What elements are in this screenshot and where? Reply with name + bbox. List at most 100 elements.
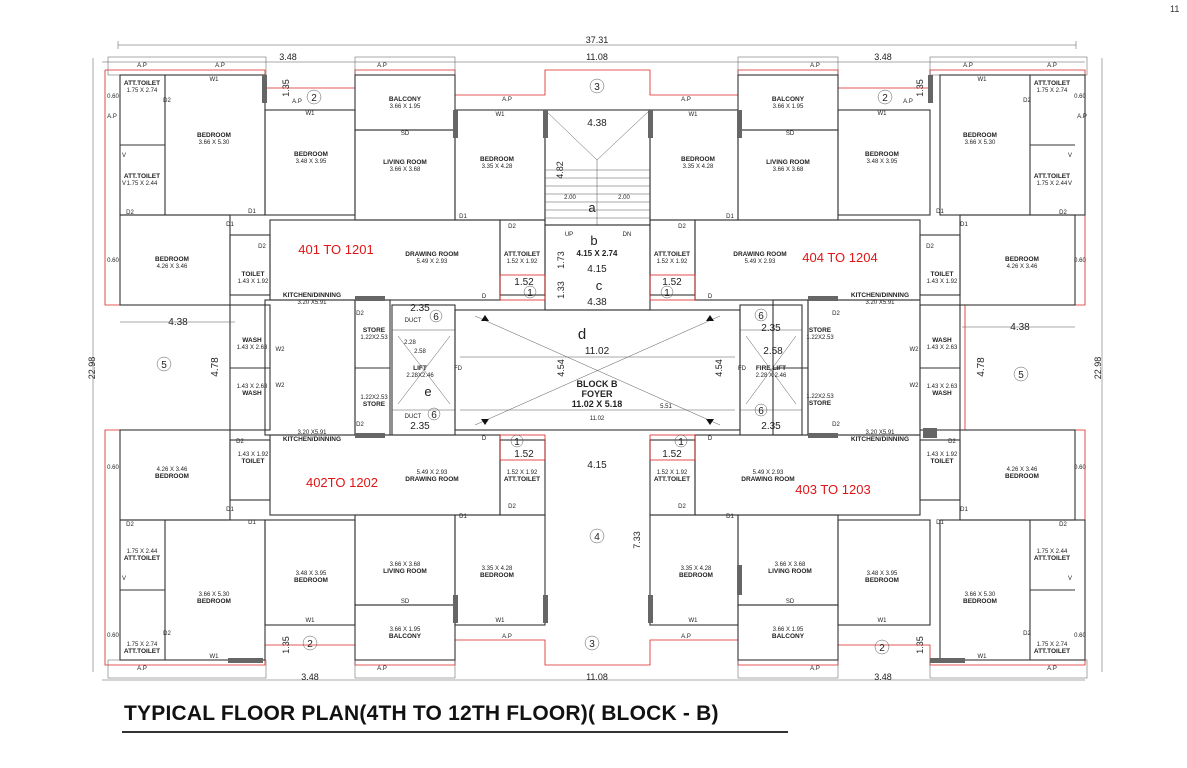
size-wash-sw: 1.43 X 2.63 <box>237 384 268 390</box>
label-bedroom-ne-3: BEDROOM <box>681 156 715 163</box>
size-bedroom-se-4: 4.26 X 3.46 <box>1007 467 1038 473</box>
tag-ap-12: A.P <box>1077 114 1087 120</box>
circle-markers: 3 3 2 2 2 2 5 5 4 1 1 1 1 6 6 6 6 <box>156 78 1029 655</box>
size-bedroom-sw-master: 3.66 X 5.30 <box>199 592 230 598</box>
size-kitchen-nw: 3.20 X5.91 <box>297 300 327 306</box>
dim-core-152-ne: 1.52 <box>662 277 682 288</box>
label-duct-nw: DUCT <box>405 318 422 324</box>
overall-dimensions: 37.31 22.98 22.98 3.48 11.08 3.48 3.48 1… <box>87 35 1103 682</box>
unit-label-nw: 401 TO 1201 <box>298 242 373 257</box>
dim-top-right: 3.48 <box>874 52 892 62</box>
dim-478-left: 4.78 <box>210 357 221 377</box>
dim-258-nw: 2.58 <box>414 349 426 355</box>
size-toilet-se: 1.43 X 1.92 <box>927 452 958 458</box>
size-att-toilet-nw: 1.75 X 2.74 <box>127 88 158 94</box>
dim-duct-235-nw: 2.35 <box>410 303 430 314</box>
label-store-ne: STORE <box>809 327 832 334</box>
tag-w2-2: W2 <box>276 383 286 389</box>
label-bedroom-sw-master: BEDROOM <box>197 598 231 605</box>
size-att-toilet-se: 1.75 X 2.74 <box>1037 642 1068 648</box>
svg-text:1: 1 <box>678 437 684 448</box>
svg-text:5: 5 <box>1018 370 1024 381</box>
tag-d1-11: D1 <box>936 520 944 526</box>
tag-ap-7: A.P <box>963 63 973 69</box>
svg-text:3: 3 <box>589 639 595 650</box>
dim-060-se2: 0.60 <box>1074 633 1086 639</box>
label-wash-ne: WASH <box>932 337 952 344</box>
tag-ap-5: A.P <box>681 97 691 103</box>
size-bedroom-sw-4: 4.26 X 3.46 <box>157 467 188 473</box>
page-number: 11 <box>1170 4 1180 14</box>
size-att-toilet-nw-2: 1.75 X 2.44 <box>127 181 158 187</box>
label-living-ne: LIVING ROOM <box>766 159 810 166</box>
label-att-toilet-ne-3: ATT.TOILET <box>654 251 690 258</box>
dim-bottom-left: 3.48 <box>301 672 319 682</box>
label-bedroom-nw-3: BEDROOM <box>480 156 514 163</box>
dim-bottom-center: 11.08 <box>586 672 608 682</box>
letter-b: b <box>590 233 597 248</box>
tag-w1-9: W1 <box>496 618 506 624</box>
size-living-nw: 3.66 X 3.68 <box>390 167 421 173</box>
size-store-sw: 1.22X2.53 <box>360 395 388 401</box>
label-att-toilet-sw-2: ATT.TOILET <box>124 555 160 562</box>
dim-duct-235-ne: 2.35 <box>761 323 781 334</box>
rooms-sw: 4.26 X 3.46 BEDROOM 1.43 X 1.92 TOILET 3… <box>124 384 540 655</box>
tag-ap-15: A.P <box>502 634 512 640</box>
size-att-toilet-sw: 1.75 X 2.74 <box>127 642 158 648</box>
label-balcony-se: BALCONY <box>772 633 805 640</box>
tag-d2-16: D2 <box>948 439 956 445</box>
dim-core-152-se: 1.52 <box>662 449 682 460</box>
tag-d1-8: D1 <box>248 520 256 526</box>
size-toilet-sw: 1.43 X 1.92 <box>238 452 269 458</box>
dim-438-left: 4.38 <box>168 317 188 328</box>
label-store-se: STORE <box>809 400 832 407</box>
size-living-ne: 3.66 X 3.68 <box>773 167 804 173</box>
label-att-toilet-ne-2: ATT.TOILET <box>1034 173 1070 180</box>
core-labels: 4.38 4.82 2.00 2.00 a UP DN b 4.15 X 2.7… <box>404 118 834 549</box>
marker-4: 4 <box>589 528 605 544</box>
label-bedroom-ne-master: BEDROOM <box>963 132 997 139</box>
size-balcony-sw: 3.66 X 1.95 <box>390 627 421 633</box>
dim-core-152-sw: 1.52 <box>514 449 534 460</box>
size-store-se: 1.22X2.53 <box>806 394 834 400</box>
size-kitchen-se: 3.20 X5.91 <box>865 430 895 436</box>
tag-d2-10: D2 <box>832 311 840 317</box>
size-bedroom-nw-2: 3.48 X 3.95 <box>296 159 327 165</box>
side-dimensions: 4.38 4.38 4.78 4.78 1.35 1.35 1.35 1.35 … <box>107 79 1086 654</box>
tag-d-2: D <box>708 294 713 300</box>
dim-core-415-bottom: 4.15 <box>587 460 607 471</box>
dim-duct-235-sw: 2.35 <box>410 421 430 432</box>
unit-label-ne: 404 TO 1204 <box>802 250 877 265</box>
label-att-toilet-nw-3: ATT.TOILET <box>504 251 540 258</box>
marker-6-nw: 6 <box>429 309 443 323</box>
rooms-ne: ATT.TOILET 1.75 X 2.74 BEDROOM 3.66 X 5.… <box>654 80 1070 351</box>
size-bedroom-nw-3: 3.35 X 4.28 <box>482 164 513 170</box>
size-bedroom-sw-2: 3.48 X 3.95 <box>296 571 327 577</box>
letter-e-left: e <box>424 384 431 399</box>
label-att-toilet-se-2: ATT.TOILET <box>1034 555 1070 562</box>
marker-1-nw: 1 <box>523 285 537 299</box>
label-living-se: LIVING ROOM <box>768 568 812 575</box>
dim-core-1102-small: 11.02 <box>590 416 605 422</box>
size-living-se: 3.66 X 3.68 <box>775 562 806 568</box>
tag-w1-2: W1 <box>306 111 316 117</box>
tag-ap-3: A.P <box>377 63 387 69</box>
label-kitchen-ne: KITCHEN/DINNING <box>851 292 909 299</box>
tag-ap-1: A.P <box>137 63 147 69</box>
tag-d2-1: D2 <box>163 98 171 104</box>
size-drawing-sw: 5.49 X 2.93 <box>417 470 448 476</box>
dim-135-se: 1.35 <box>915 636 925 654</box>
tag-d2-11: D2 <box>236 439 244 445</box>
tag-v-2: V <box>122 181 126 187</box>
size-bedroom-sw-3: 3.35 X 4.28 <box>482 566 513 572</box>
size-store-ne: 1.22X2.53 <box>806 335 834 341</box>
title-underline <box>122 731 788 733</box>
dim-depth-left: 22.98 <box>87 357 97 380</box>
label-duct-sw: DUCT <box>405 414 422 420</box>
size-store-nw: 1.22X2.53 <box>360 335 388 341</box>
label-bedroom-ne-2: BEDROOM <box>865 151 899 158</box>
size-att-toilet-se-2: 1.75 X 2.44 <box>1037 549 1068 555</box>
label-bedroom-sw-4: BEDROOM <box>155 473 189 480</box>
marker-2-nw: 2 <box>306 89 322 105</box>
tag-d1-4: D1 <box>936 209 944 215</box>
